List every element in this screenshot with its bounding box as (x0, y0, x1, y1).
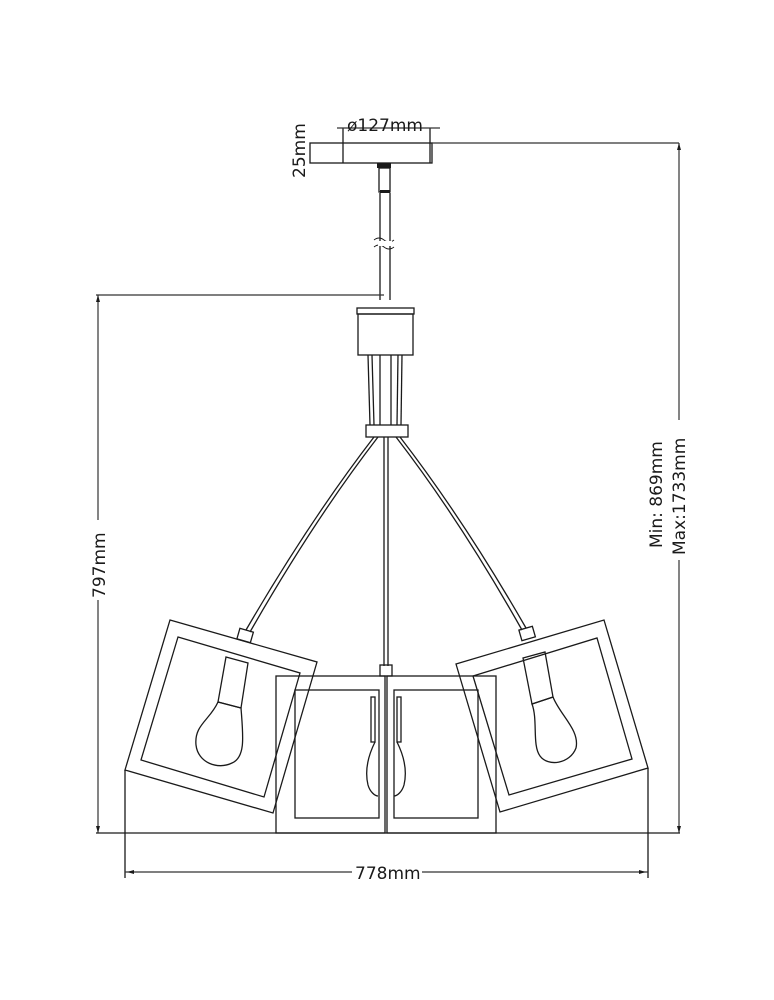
svg-text:778mm: 778mm (355, 864, 421, 884)
svg-text:Max:1733mm: Max:1733mm (670, 438, 690, 555)
center-shades (275, 664, 497, 834)
arms (245, 436, 527, 666)
dim-canopy-height: 25mm (290, 123, 310, 178)
center-hub (356, 307, 415, 438)
dim-overall-height: Min: 869mm Max:1733mm (432, 142, 690, 833)
left-shade (124, 619, 318, 814)
dim-body-height: 797mm (88, 294, 384, 833)
suspension-rod (373, 167, 395, 300)
svg-text:ø127mm: ø127mm (347, 116, 423, 136)
svg-text:25mm: 25mm (290, 123, 310, 178)
right-shade (455, 619, 649, 813)
svg-text:797mm: 797mm (90, 532, 110, 598)
svg-text:Min: 869mm: Min: 869mm (647, 441, 667, 548)
dim-canopy-diameter: ø127mm (347, 116, 423, 136)
canopy (309, 127, 440, 168)
dim-overall-width: 778mm (125, 862, 648, 884)
